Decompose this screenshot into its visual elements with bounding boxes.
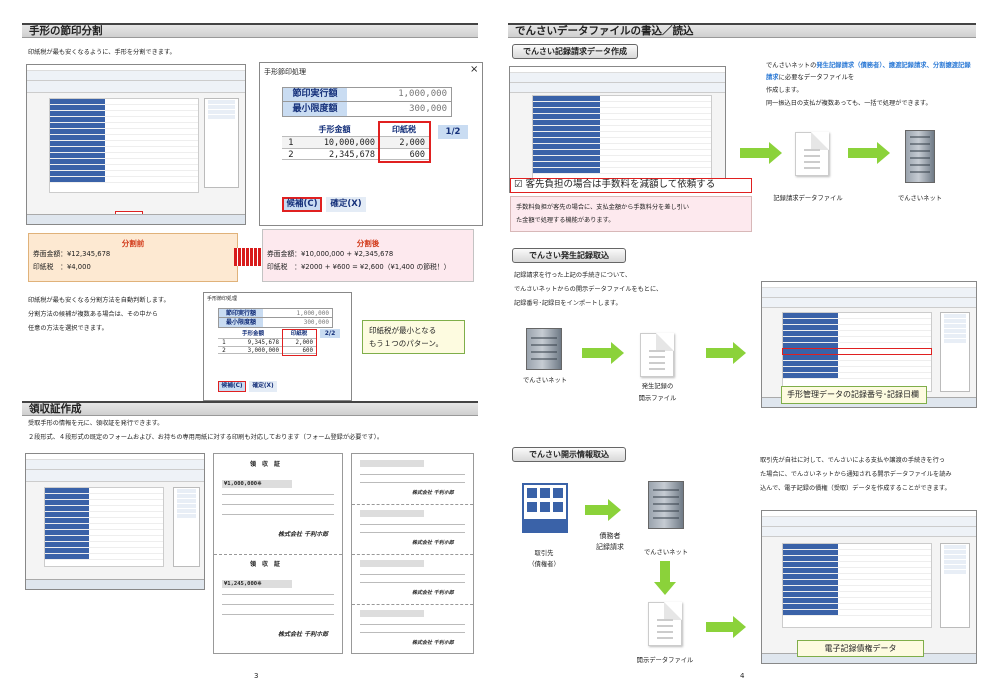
auto-split-text: 印紙税が最も安くなる分割方法を自動判断します。 [28,297,170,304]
tax-highlight-box [378,121,431,163]
min-amount-value[interactable]: 300,000 [409,104,447,114]
fee-note: 手数料負担が客先の場合に、支払金額から手数料分を差し引い た金額で処理する機能が… [510,196,752,232]
screenshot-receipt-window [25,453,205,590]
import-description: 記録番号･記録日をインポートします。 [514,300,622,307]
flow-caption: 開示ファイル [638,395,677,402]
col-amount: 手形金額 [318,125,351,134]
candidate-button[interactable]: 候補(C) [218,381,246,392]
flow-caption: 発生記録の [641,383,674,390]
screenshot-disclosure-import [761,510,977,664]
building-icon [905,130,935,183]
flow-caption: 記録請求データファイル [773,195,843,202]
page-number: 3 [254,672,259,680]
building-icon [648,481,684,529]
partner-building-icon [522,483,568,533]
receipt-4-part: 株式会社 千利ホ郎 株式会社 千利ホ郎 株式会社 千利ホ郎 株式会社 千利ホ郎 [351,453,474,654]
flow-caption: でんさいネット [897,195,943,202]
flow-caption: （債権者） [528,561,560,568]
receipt-2-part: 領 収 証 ¥1,000,000※ 株式会社 千利ホ郎 領 収 証 ¥1,245… [213,453,343,654]
building-icon [526,328,562,370]
split-description: 印紙税が最も安くなるように、手形を分割できます。 [28,49,176,56]
arrow-icon [848,142,890,164]
document-icon [640,333,674,377]
flow-caption: 債務者 [599,532,621,540]
disclosure-description: 込んで、電子記録の債権（受取）データを作成することができます。 [760,485,951,492]
dialog-title: 手形節印処理 [264,68,306,76]
flow-caption: 開示データファイル [636,657,694,664]
before-box: 分割前 券面金額：¥12,345,678 印紙税 ：¥4,000 [28,233,238,282]
section-header-receipt: 領収証作成 [22,401,478,416]
arrow-icon [585,499,621,521]
import-description: でんさいネットからの開示データファイルをもとに、 [514,286,663,293]
disclosure-description: た場合に、でんさいネットから通知される開示データファイルを読み [760,471,952,478]
receipt-description: ２段形式、４段形式の既定のフォームおよび、お持ちの専用用紙に対する印刷も対応して… [28,434,384,441]
flow-caption: でんさいネット [522,377,568,384]
split-row[interactable]: 2 2,345,678 600 [282,148,429,160]
flow-caption: 取引先 [534,550,554,557]
screenshot-split-window [26,64,246,225]
screenshot-record-request [509,66,726,193]
split-row[interactable]: 1 9,345,678 2,000 [218,338,316,346]
exec-amount-label: 節印実行額 [283,88,347,101]
exec-amount-value[interactable]: 1,000,000 [398,89,447,99]
subsection-record-request: でんさい記録請求データ作成 [512,44,638,59]
flow-caption: でんさいネット [643,549,689,556]
import-description: 記録請求を行った上記の手続きについて、 [514,272,632,279]
page-number: 4 [740,672,745,680]
min-amount-label: 最小限度額 [283,102,347,116]
split-dialog-1: 手形節印処理 × 節印実行額 1,000,000 最小限度額 300,000 手… [259,62,483,226]
document-icon [648,602,682,646]
densai-description: でんさいネットの発生記録請求（債務者）、譲渡記録請求、分割譲渡記録請求に必要なデ… [766,62,971,81]
densai-description: 作成します。 [766,87,803,94]
split-row[interactable]: 1 10,000,000 2,000 [282,136,429,148]
arrow-icon [706,342,746,364]
disclosure-description: 取引先が自社に対して、でんさいによる支払や譲渡の手続きを行っ [760,457,945,464]
confirm-button[interactable]: 確定(X) [249,381,277,392]
document-icon [795,132,829,176]
ecredit-callout: 電子記録債権データ [797,640,924,657]
densai-description: 同一振込日の支払が複数あっても、一括で処理ができます。 [766,100,932,107]
auto-split-text: 任意の方法を選択できます。 [28,325,108,332]
split-dialog-2: 手形節印処理 節印実行額 1,000,000 最小限度額 300,000 手形金… [203,292,352,401]
after-box: 分割後 券面金額：¥10,000,000 + ¥2,345,678 印紙税 ：¥… [262,229,474,282]
candidate-button[interactable]: 候補(C) [282,197,322,212]
arrow-down-icon [654,561,676,595]
split-row[interactable]: 2 3,000,000 600 [218,346,316,354]
receipt-description: 受取手形の情報を元に、領収証を発行できます。 [28,420,164,427]
subsection-record-import: でんさい発生記録取込 [512,248,626,263]
auto-split-text: 分割方法の候補が複数ある場合は、その中から [28,311,158,318]
confirm-button[interactable]: 確定(X) [326,197,366,212]
col-tax: 印紙税 [392,125,416,134]
fee-reduction-checkbox[interactable]: ☑ 客先負担の場合は手数料を減額して依頼する [510,178,752,193]
red-arrow-icon [234,248,262,266]
record-fields-callout: 手形管理データの記録番号･記録日欄 [781,386,927,404]
close-icon[interactable]: × [470,64,479,75]
subsection-disclosure-import: でんさい開示情報取込 [512,447,626,462]
flow-caption: 記録請求 [596,543,624,551]
arrow-icon [706,616,746,638]
arrow-icon [582,342,624,364]
section-header-split: 手形の節印分割 [22,23,478,38]
pattern-callout: 印紙税が最小となる もう１つのパターン。 [362,320,465,354]
arrow-icon [740,142,782,164]
page-indicator: 1/2 [438,125,468,139]
section-header-densai: でんさいデータファイルの書込／読込 [508,23,976,38]
